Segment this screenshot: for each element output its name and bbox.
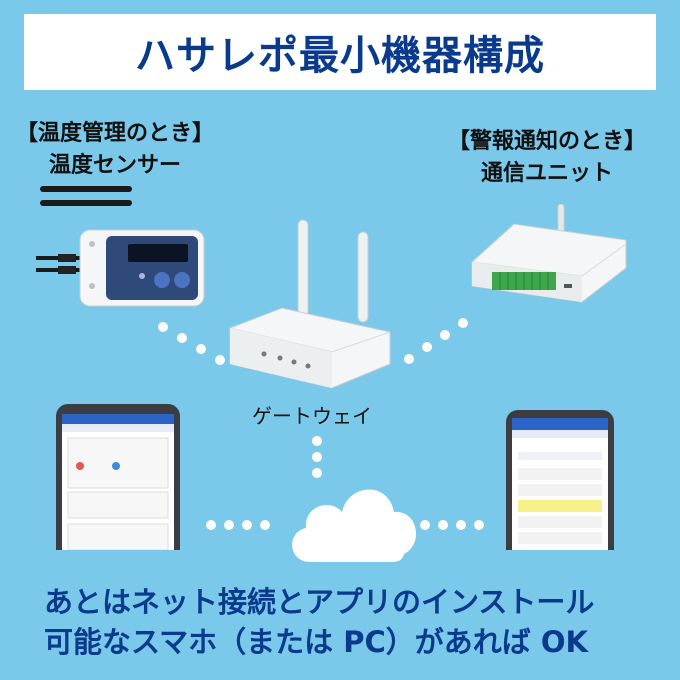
sensor-name: 温度センサー	[48, 153, 181, 178]
right-smartphone-image	[506, 410, 614, 550]
footer-line-1: あとはネット接続とアプリのインストール	[44, 585, 595, 619]
footer-message: あとはネット接続とアプリのインストール 可能なスマホ（または PC）があれば O…	[44, 582, 664, 662]
notification-unit-image	[471, 204, 627, 303]
notifier-heading: 【警報通知のとき】	[447, 129, 646, 154]
sensor-heading: 【温度管理のとき】	[15, 121, 214, 146]
title-banner: ハサレポ最小機器構成	[24, 14, 656, 90]
left-smartphone-image	[56, 404, 180, 550]
sensor-cable	[40, 186, 132, 192]
gateway-label: ゲートウェイ	[252, 404, 372, 428]
temperature-sensor-image	[36, 229, 205, 307]
notifier-name: 通信ユニット	[480, 161, 613, 186]
notifier-caption: 【警報通知のとき】 通信ユニット	[438, 126, 656, 190]
sensor-cable	[40, 200, 132, 206]
sensor-caption: 【温度管理のとき】 温度センサー	[10, 118, 220, 182]
footer-line-2: 可能なスマホ（または PC）があれば OK	[44, 625, 588, 659]
page-title: ハサレポ最小機器構成	[135, 33, 545, 79]
cloud-icon	[292, 489, 417, 562]
gateway-image	[229, 219, 391, 389]
